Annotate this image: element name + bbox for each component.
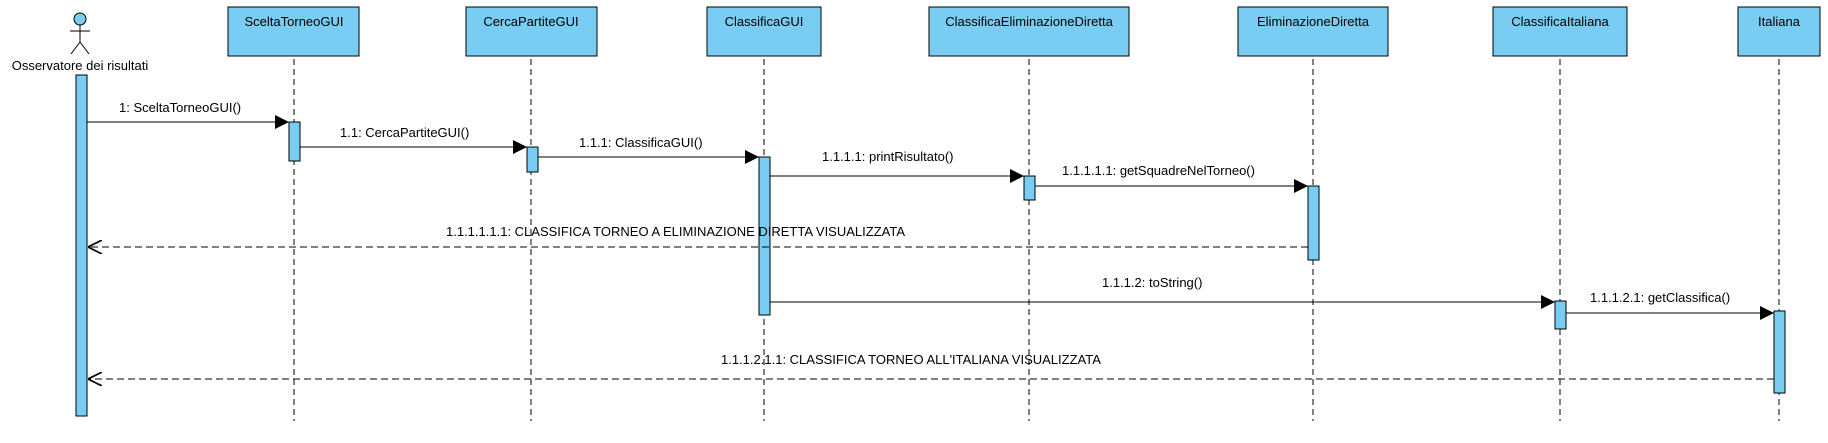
message-1: 1: SceltaTorneoGUI() bbox=[87, 100, 289, 129]
lifeline-cerca-partite-gui: CercaPartiteGUI bbox=[465, 6, 598, 421]
message-2: 1.1: CercaPartiteGUI() bbox=[300, 125, 527, 154]
lifeline-box bbox=[465, 6, 598, 57]
lifeline-classifica-gui: ClassificaGUI bbox=[706, 6, 822, 421]
message-3: 1.1.1: ClassificaGUI() bbox=[538, 135, 759, 164]
lifeline-name: EliminazioneDiretta bbox=[1257, 14, 1370, 29]
lifeline-name: SceltaTorneoGUI bbox=[245, 14, 344, 29]
lifeline-name: CercaPartiteGUI bbox=[483, 14, 578, 29]
message-8: 1.1.1.2.1: getClassifica() bbox=[1566, 290, 1774, 320]
message-label: 1.1.1: ClassificaGUI() bbox=[579, 135, 703, 150]
activation-bar bbox=[1773, 310, 1786, 394]
message-label: 1.1.1.2.1: getClassifica() bbox=[1590, 290, 1730, 305]
lifeline-box bbox=[227, 6, 360, 57]
message-label: 1.1.1.1: printRisultato() bbox=[822, 149, 954, 164]
actor-head bbox=[73, 12, 87, 26]
lifeline-box bbox=[1492, 6, 1628, 57]
message-label: 1.1.1.2.1.1: CLASSIFICA TORNEO ALL'ITALI… bbox=[721, 352, 1101, 367]
lifeline-classifica-eliminazione-diretta: ClassificaEliminazioneDiretta bbox=[928, 6, 1130, 421]
message-9-return: 1.1.1.2.1.1: CLASSIFICA TORNEO ALL'ITALI… bbox=[88, 352, 1774, 379]
actor-name: Osservatore dei risultati bbox=[12, 58, 149, 73]
message-label: 1.1.1.1.1: getSquadreNelTorneo() bbox=[1062, 163, 1255, 178]
message-6-return: 1.1.1.1.1.1: CLASSIFICA TORNEO A ELIMINA… bbox=[88, 224, 1308, 247]
actor: Osservatore dei risultati bbox=[12, 12, 149, 417]
actor-activation bbox=[75, 74, 88, 417]
lifeline-name: ClassificaGUI bbox=[725, 14, 804, 29]
lifeline-name: ClassificaEliminazioneDiretta bbox=[945, 14, 1113, 29]
lifeline-box bbox=[1737, 6, 1821, 57]
lifeline-box bbox=[1237, 6, 1389, 57]
message-label: 1.1.1.1.1.1: CLASSIFICA TORNEO A ELIMINA… bbox=[446, 224, 905, 239]
lifeline-eliminazione-diretta: EliminazioneDiretta bbox=[1237, 6, 1389, 421]
message-label: 1.1.1.2: toString() bbox=[1102, 275, 1202, 290]
actor-leg-right bbox=[79, 41, 90, 55]
lifeline-box bbox=[706, 6, 822, 57]
activation-bar bbox=[1554, 300, 1567, 330]
lifeline-box bbox=[928, 6, 1130, 57]
activation-bar bbox=[758, 156, 771, 316]
message-4: 1.1.1.1: printRisultato() bbox=[770, 149, 1024, 183]
lifeline-name: Italiana bbox=[1758, 14, 1801, 29]
lifeline-scelta-torneo-gui: SceltaTorneoGUI bbox=[227, 6, 360, 421]
lifeline-classifica-italiana: ClassificaItaliana bbox=[1492, 6, 1628, 421]
message-5: 1.1.1.1.1: getSquadreNelTorneo() bbox=[1035, 163, 1308, 193]
message-7: 1.1.1.2: toString() bbox=[770, 275, 1555, 309]
lifeline-italiana: Italiana bbox=[1737, 6, 1821, 421]
actor-leg-left bbox=[70, 41, 81, 55]
activation-bar bbox=[288, 121, 301, 162]
activation-bar bbox=[1307, 185, 1320, 261]
lifeline-name: ClassificaItaliana bbox=[1511, 14, 1609, 29]
activation-bar bbox=[526, 146, 539, 173]
message-label: 1: SceltaTorneoGUI() bbox=[119, 100, 241, 115]
message-label: 1.1: CercaPartiteGUI() bbox=[340, 125, 469, 140]
activation-bar bbox=[1023, 175, 1036, 201]
